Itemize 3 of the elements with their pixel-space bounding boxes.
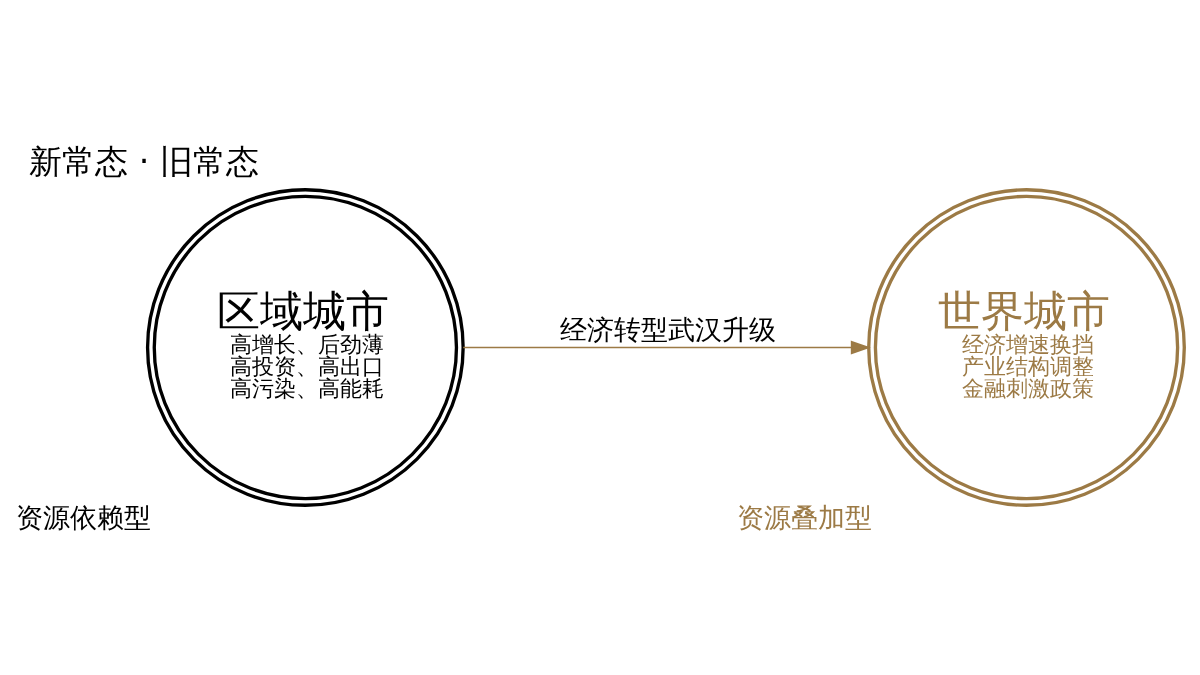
diagram-title: 新常态 · 旧常态 xyxy=(29,142,259,182)
arrow xyxy=(462,340,871,355)
edge-label: 经济转型武汉升级 xyxy=(559,313,776,345)
